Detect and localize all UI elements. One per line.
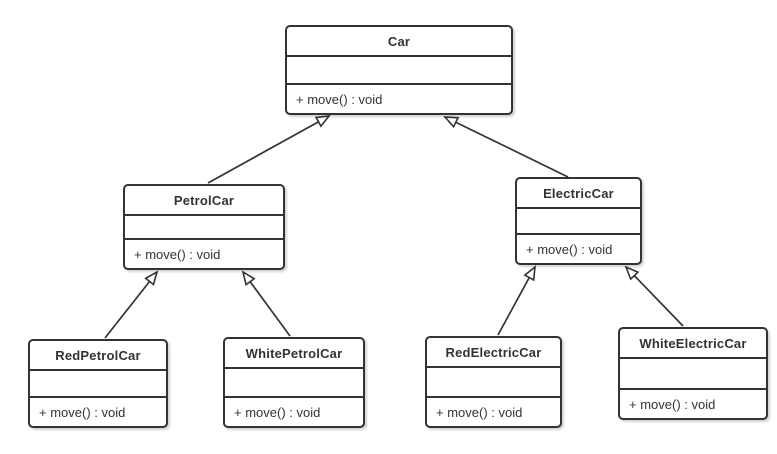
attributes-compartment bbox=[287, 55, 511, 83]
class-box-car[interactable]: Car + move() : void bbox=[285, 25, 513, 115]
method-label: + move() : void bbox=[39, 404, 126, 420]
edge-whiteelectriccar-to-electriccar bbox=[624, 265, 684, 327]
methods-compartment: + move() : void bbox=[30, 396, 166, 426]
methods-compartment: + move() : void bbox=[225, 396, 363, 426]
edge-redelectriccar-to-electriccar bbox=[497, 265, 536, 336]
class-box-whitepetrolcar[interactable]: WhitePetrolCar + move() : void bbox=[223, 337, 365, 428]
method-label: + move() : void bbox=[436, 404, 523, 420]
methods-compartment: + move() : void bbox=[125, 238, 283, 268]
class-box-electriccar[interactable]: ElectricCar + move() : void bbox=[515, 177, 642, 265]
attributes-compartment bbox=[225, 367, 363, 396]
method-label: + move() : void bbox=[296, 91, 383, 107]
method-label: + move() : void bbox=[234, 404, 321, 420]
method-label: + move() : void bbox=[526, 241, 613, 257]
edge-petrolcar-to-car bbox=[207, 114, 331, 184]
class-name-label: WhitePetrolCar bbox=[245, 345, 343, 361]
class-name-label: RedPetrolCar bbox=[55, 347, 141, 363]
attributes-compartment bbox=[30, 369, 166, 396]
attributes-compartment bbox=[517, 207, 640, 233]
edge-whitepetrolcar-to-petrolcar bbox=[241, 270, 291, 337]
methods-compartment: + move() : void bbox=[427, 396, 560, 426]
class-box-whiteelectriccar[interactable]: WhiteElectricCar + move() : void bbox=[618, 327, 768, 420]
methods-compartment: + move() : void bbox=[620, 388, 766, 418]
class-name-label: WhiteElectricCar bbox=[639, 335, 747, 351]
attributes-compartment bbox=[125, 214, 283, 238]
class-box-redelectriccar[interactable]: RedElectricCar + move() : void bbox=[425, 336, 562, 428]
attributes-compartment bbox=[427, 366, 560, 396]
class-name-label: RedElectricCar bbox=[445, 344, 542, 360]
attributes-compartment bbox=[620, 357, 766, 388]
class-name-label: ElectricCar bbox=[543, 185, 614, 201]
class-name-label: PetrolCar bbox=[173, 192, 235, 208]
methods-compartment: + move() : void bbox=[287, 83, 511, 113]
method-label: + move() : void bbox=[134, 246, 221, 262]
edge-electriccar-to-car bbox=[443, 116, 569, 178]
class-box-redpetrolcar[interactable]: RedPetrolCar + move() : void bbox=[28, 339, 168, 428]
method-label: + move() : void bbox=[629, 396, 716, 412]
methods-compartment: + move() : void bbox=[517, 233, 640, 263]
class-box-petrolcar[interactable]: PetrolCar + move() : void bbox=[123, 184, 285, 270]
edge-redpetrolcar-to-petrolcar bbox=[104, 270, 159, 339]
class-name-label: Car bbox=[387, 33, 411, 49]
